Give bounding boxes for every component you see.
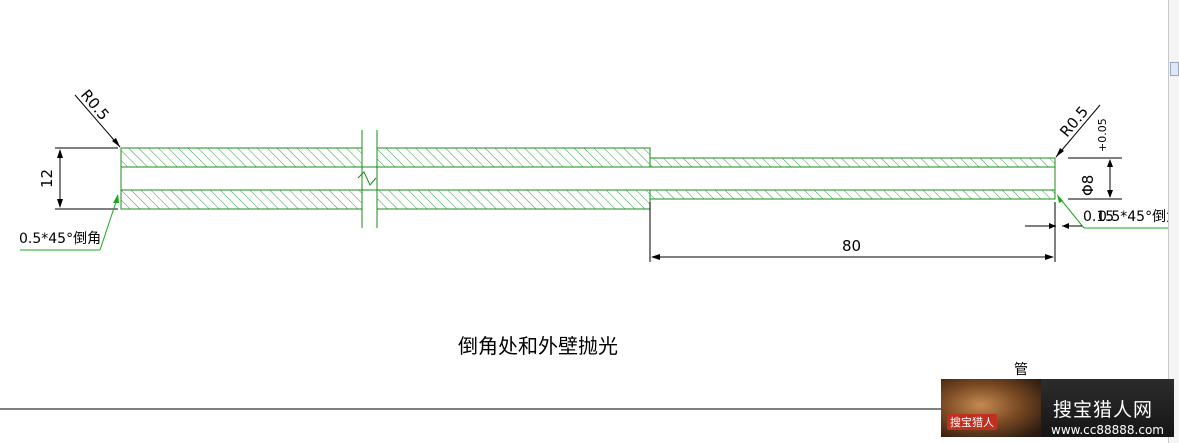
diameter-dimension: Φ8 +0.05 xyxy=(1068,118,1122,200)
gap-label: 0.15 xyxy=(1083,209,1114,225)
radius-left-callout: R0.5 xyxy=(74,86,121,148)
radius-left-label: R0.5 xyxy=(77,86,113,124)
diameter-label: Φ8 xyxy=(1079,175,1097,196)
radius-right-label: R0.5 xyxy=(1056,103,1092,141)
length-dimension: 80 xyxy=(649,202,1056,262)
left-top-wall xyxy=(120,147,363,168)
watermark-url: www.cc88888.com xyxy=(1051,423,1164,437)
left-top-wall-b xyxy=(376,147,651,168)
polish-note: 倒角处和外壁抛光 xyxy=(458,334,618,358)
left-bottom-wall-b xyxy=(376,189,651,210)
tube-section xyxy=(120,130,1056,228)
part-name: 管 xyxy=(1014,362,1028,378)
chamfer-right-callout: 0.5*45°倒角 0.15 xyxy=(1025,194,1179,229)
chamfer-left-label: 0.5*45°倒角 xyxy=(19,231,101,247)
watermark-badge: 搜宝猎人 xyxy=(947,414,997,430)
watermark-brand: 搜宝猎人网 xyxy=(1053,399,1154,421)
height-label: 12 xyxy=(38,169,56,188)
watermark-logo: 搜宝猎人 搜宝猎人网 www.cc88888.com xyxy=(941,379,1174,437)
height-dimension: 12 xyxy=(38,147,118,210)
left-bottom-wall xyxy=(120,189,363,210)
length-label: 80 xyxy=(842,237,861,255)
vertical-scrollbar[interactable] xyxy=(1168,0,1179,443)
chamfer-left-callout: 0.5*45°倒角 xyxy=(19,194,119,251)
right-bottom-wall xyxy=(649,189,1056,209)
right-top-wall xyxy=(649,148,1056,168)
chamfer-right-label: 0.5*45°倒角 xyxy=(1098,209,1179,225)
radius-right-callout: R0.5 xyxy=(1055,103,1101,158)
scroll-thumb-icon[interactable] xyxy=(1170,62,1179,76)
tolerance-label: +0.05 xyxy=(1096,118,1109,152)
